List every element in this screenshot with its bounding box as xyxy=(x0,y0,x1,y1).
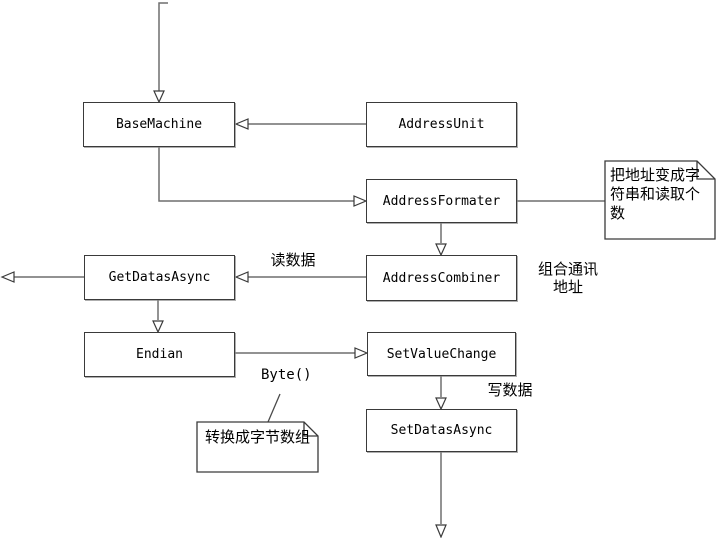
note-byte-text: 转换成字节数组 xyxy=(204,428,310,446)
node-base-machine[interactable]: BaseMachine xyxy=(83,102,235,147)
node-get-datas-async-label: GetDatasAsync xyxy=(108,270,211,285)
edge-bytenote-connector-line xyxy=(267,393,281,423)
node-endian-label: Endian xyxy=(136,347,183,362)
note-byte-shape[interactable] xyxy=(196,421,319,473)
edge-top-entry-line xyxy=(158,2,168,91)
node-base-machine-label: BaseMachine xyxy=(115,117,203,132)
note-address-text: 把地址变成字符串和读取个数 xyxy=(610,166,701,222)
arrowhead-left-offcanvas xyxy=(0,271,15,283)
arrowhead-down-endian xyxy=(152,320,164,334)
node-endian[interactable]: Endian xyxy=(84,332,235,377)
node-address-combiner[interactable]: AddressCombiner xyxy=(366,255,517,301)
node-address-combiner-label: AddressCombiner xyxy=(382,270,501,286)
node-set-value-change[interactable]: SetValueChange xyxy=(367,332,516,376)
arrowhead-left-getdatasasync xyxy=(234,271,249,283)
arrowhead-down-setdatasasync xyxy=(435,397,447,411)
edge-label-combine-address-line2: 地址 xyxy=(552,278,583,296)
note-byte-fold-icon xyxy=(303,422,318,437)
arrowhead-down-bottom-exit xyxy=(435,524,447,538)
arrowhead-right-addressformater xyxy=(353,195,368,207)
node-set-datas-async-label: SetDatasAsync xyxy=(390,423,493,438)
edge-label-byte-call: Byte() xyxy=(261,367,312,383)
edge-basemachine-to-addressformater-line xyxy=(158,147,354,202)
node-get-datas-async[interactable]: GetDatasAsync xyxy=(84,255,235,300)
arrowhead-left-basemachine xyxy=(234,118,249,130)
node-set-datas-async[interactable]: SetDatasAsync xyxy=(366,409,517,452)
arrowhead-right-setvaluechange xyxy=(354,347,369,359)
node-set-value-change-label: SetValueChange xyxy=(386,346,497,362)
note-address-fold-icon xyxy=(696,161,715,180)
note-address-shape[interactable] xyxy=(604,160,716,240)
node-address-formater[interactable]: AddressFormater xyxy=(366,179,517,223)
edge-label-read-data: 读数据 xyxy=(270,251,316,269)
node-address-formater-label: AddressFormater xyxy=(382,193,501,209)
arrowhead-down-addresscombiner xyxy=(435,243,447,257)
node-address-unit-label: AddressUnit xyxy=(398,117,485,132)
edge-label-combine-address: 组合通讯 地址 xyxy=(528,260,608,296)
edge-label-write-data: 写数据 xyxy=(487,381,533,399)
arrowhead-down-basemachine xyxy=(153,90,165,104)
edge-label-combine-address-line1: 组合通讯 xyxy=(537,260,598,278)
node-address-unit[interactable]: AddressUnit xyxy=(366,102,517,147)
